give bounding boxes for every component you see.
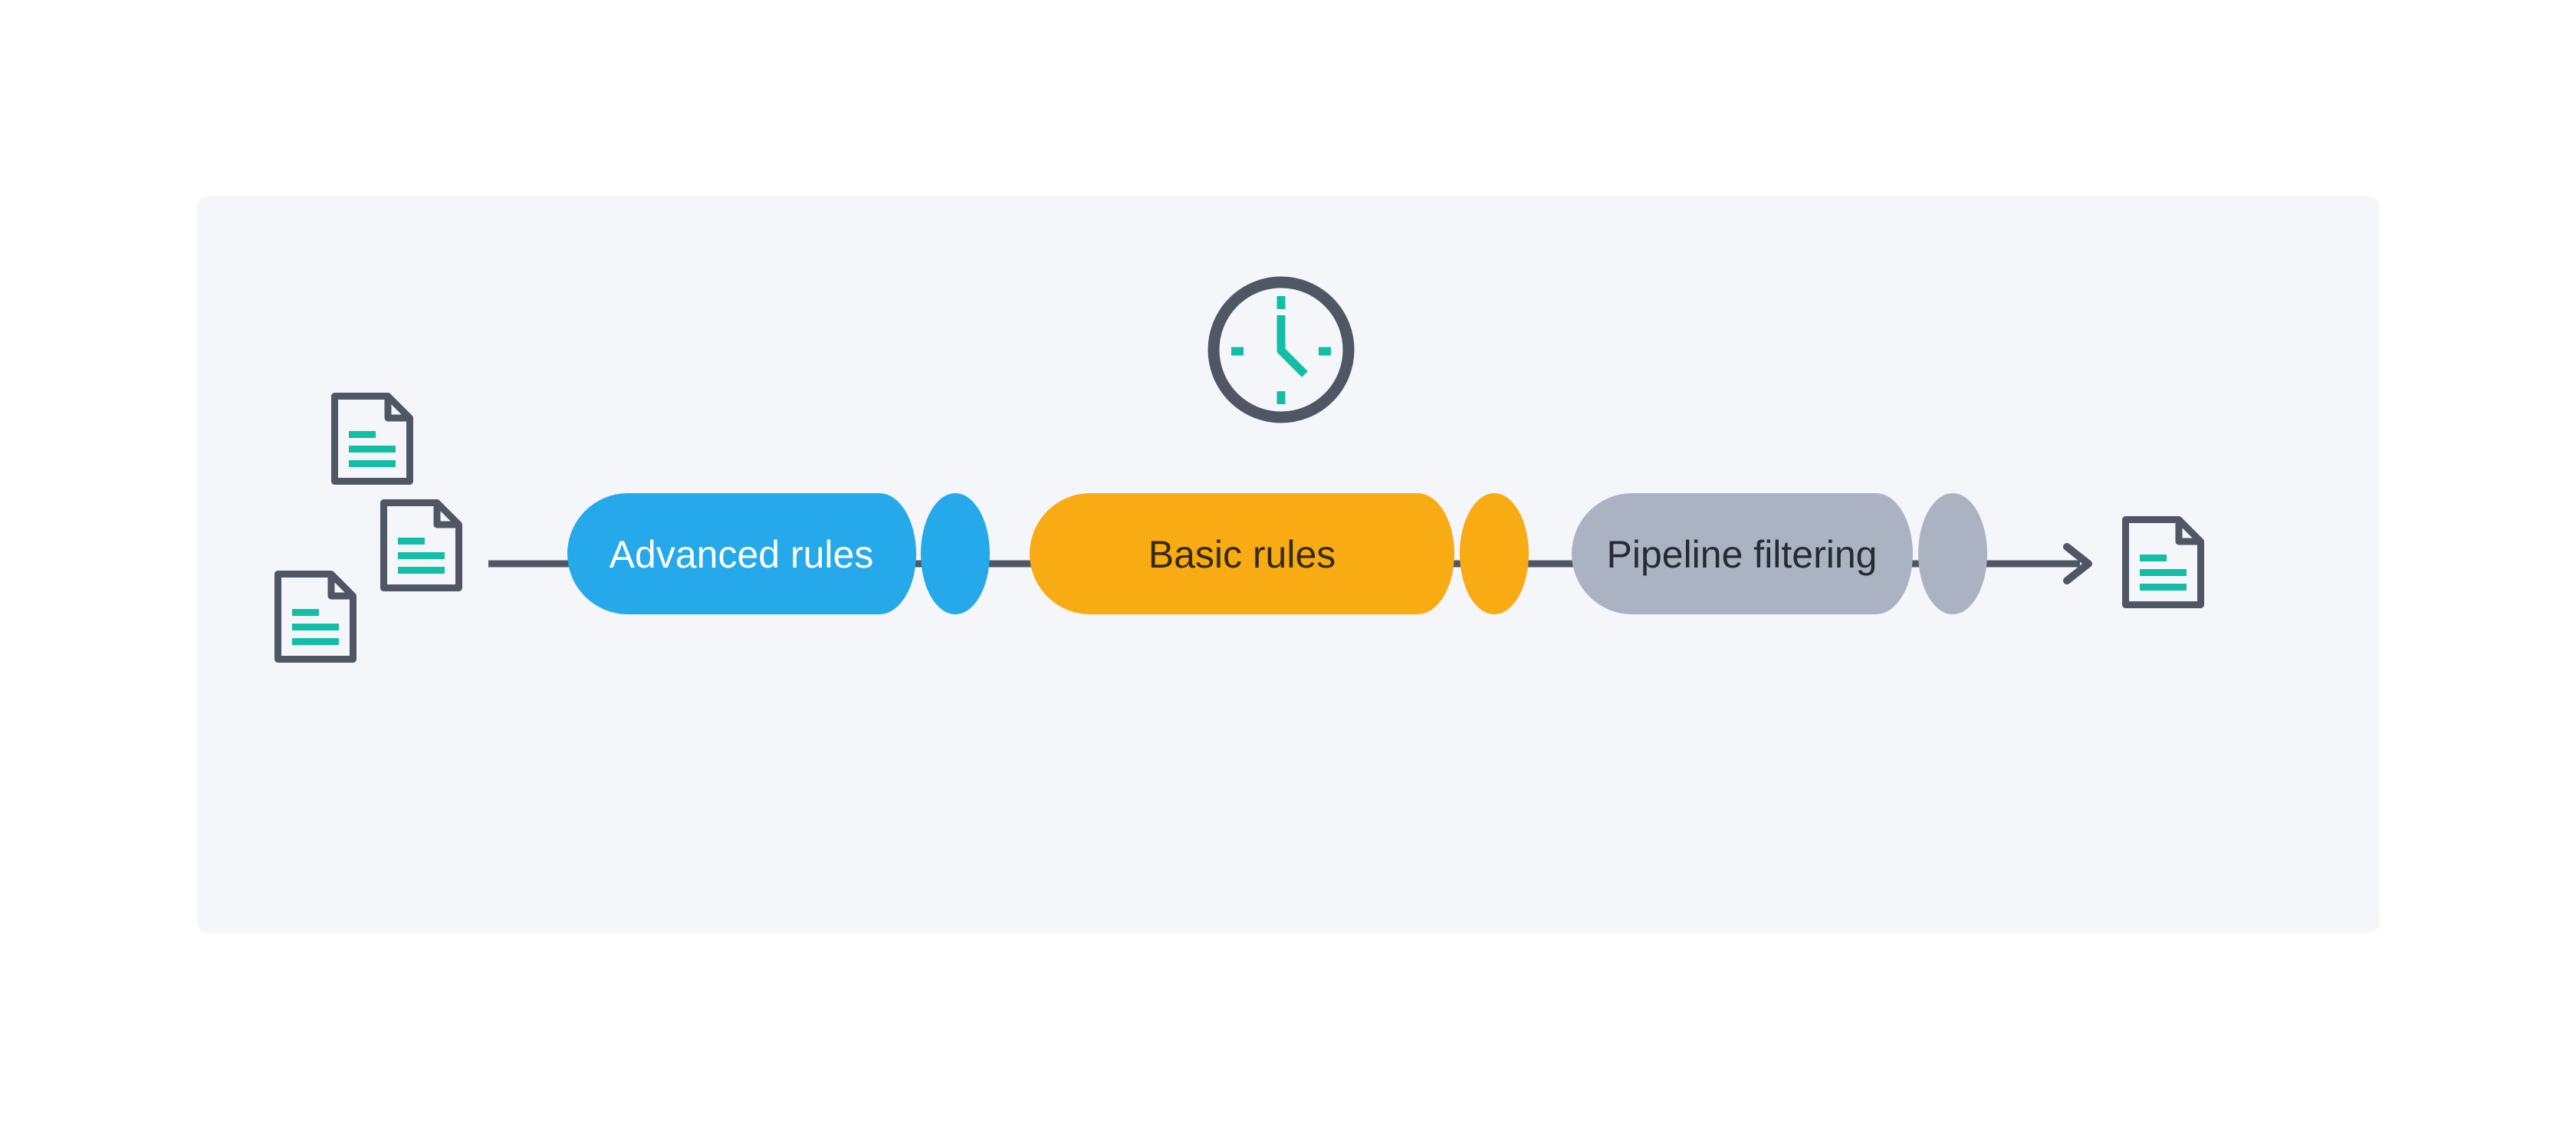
stage-label: Basic rules	[1148, 533, 1336, 576]
stage-label: Advanced rules	[610, 533, 874, 576]
clock-face	[1208, 276, 1355, 423]
cylinder-cap	[1918, 493, 1987, 614]
cylinder-body	[1572, 493, 1913, 614]
stage-advanced-rules: Advanced rules	[567, 493, 990, 614]
arrow-right-head-icon	[2063, 543, 2092, 584]
stage-label: Pipeline filtering	[1607, 533, 1878, 576]
stage-basic-rules: Basic rules	[1030, 493, 1529, 614]
stage-pipeline-filtering: Pipeline filtering	[1572, 493, 1987, 614]
clock-icon	[1208, 276, 1355, 423]
cylinder-body	[567, 493, 916, 614]
cylinder-cap	[1460, 493, 1529, 614]
clock-hands	[1276, 315, 1308, 377]
cylinder-body	[1030, 493, 1454, 614]
cylinder-cap	[921, 493, 990, 614]
